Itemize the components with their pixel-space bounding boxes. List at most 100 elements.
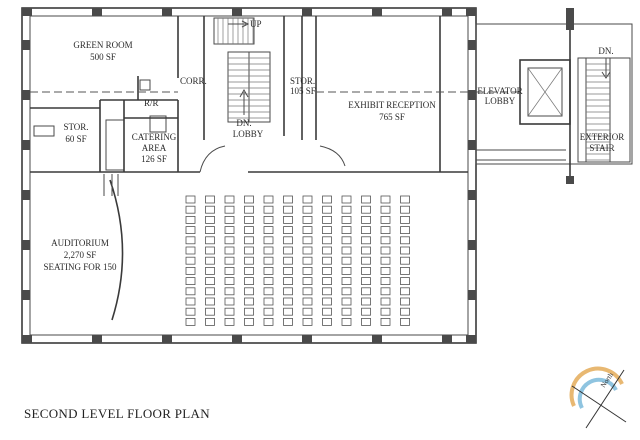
exterior-stair-line2: STAIR — [589, 143, 614, 153]
seat — [322, 277, 332, 286]
seat — [400, 266, 410, 275]
exterior-stair-treads — [586, 63, 610, 161]
seat — [283, 266, 293, 275]
lobby-label: LOBBY — [233, 129, 264, 139]
seat — [322, 246, 332, 255]
pier — [22, 190, 30, 200]
seat — [341, 297, 352, 306]
seat — [400, 205, 410, 214]
seat — [263, 195, 274, 204]
pier — [22, 8, 32, 16]
seat — [205, 297, 215, 306]
seat — [400, 246, 410, 255]
seat — [205, 266, 215, 275]
seat — [185, 287, 196, 296]
seat — [322, 215, 332, 224]
seat — [302, 317, 313, 326]
seat — [380, 256, 391, 265]
seat — [361, 226, 371, 235]
seat — [263, 236, 274, 245]
seat — [224, 236, 235, 245]
outer-walls — [21, 7, 477, 344]
seat — [400, 287, 410, 296]
pier — [442, 335, 452, 343]
seat — [302, 256, 313, 265]
seat — [224, 317, 235, 326]
seat — [263, 266, 274, 275]
seat — [205, 317, 215, 326]
seat — [283, 297, 293, 306]
seat — [380, 205, 391, 214]
seat — [185, 297, 196, 306]
seat — [185, 256, 196, 265]
seat — [361, 266, 371, 275]
seat — [185, 317, 196, 326]
pier — [22, 290, 30, 300]
north-arrow: North — [569, 366, 627, 429]
seat — [205, 277, 215, 286]
interior-walls — [30, 16, 468, 321]
seat — [380, 277, 391, 286]
catering-area: 126 SF — [141, 154, 167, 164]
seat — [283, 246, 293, 255]
seat — [302, 215, 313, 224]
green-room-area: 500 SF — [90, 52, 116, 62]
seat — [341, 205, 352, 214]
pier — [468, 140, 476, 150]
seat — [400, 307, 410, 316]
seat — [244, 236, 254, 245]
seat — [283, 236, 293, 245]
seat — [380, 215, 391, 224]
seat — [263, 307, 274, 316]
seat — [205, 307, 215, 316]
seat — [341, 195, 352, 204]
seat — [341, 226, 352, 235]
elevator-lobby-line2: LOBBY — [485, 96, 516, 106]
seat — [380, 226, 391, 235]
seat — [400, 195, 410, 204]
seat — [322, 266, 332, 275]
pier — [22, 90, 30, 100]
pier — [162, 335, 172, 343]
seat — [361, 307, 371, 316]
seat — [283, 226, 293, 235]
up-label: UP — [250, 19, 262, 29]
pier — [162, 8, 172, 16]
seat — [283, 195, 293, 204]
catering-line2: AREA — [142, 143, 167, 153]
seat — [380, 266, 391, 275]
seat — [302, 287, 313, 296]
seat — [244, 215, 254, 224]
seat — [263, 287, 274, 296]
seat — [224, 277, 235, 286]
seat — [244, 277, 254, 286]
seat — [361, 236, 371, 245]
seat — [322, 307, 332, 316]
seat — [283, 215, 293, 224]
seat — [244, 317, 254, 326]
wall-piers — [22, 8, 476, 343]
seat — [185, 215, 196, 224]
elevator-lobby-line1: ELEVATOR — [477, 86, 522, 96]
seat — [224, 287, 235, 296]
seat — [205, 226, 215, 235]
seat — [400, 277, 410, 286]
seat — [361, 277, 371, 286]
seat — [322, 287, 332, 296]
pier — [22, 40, 30, 50]
seat — [400, 256, 410, 265]
seat — [322, 226, 332, 235]
seat — [263, 317, 274, 326]
seat — [263, 277, 274, 286]
seat — [400, 317, 410, 326]
seat — [361, 297, 371, 306]
seat — [302, 195, 313, 204]
seat — [244, 246, 254, 255]
exterior-stair-line1: EXTERIOR — [580, 132, 625, 142]
seat — [283, 307, 293, 316]
seat — [302, 236, 313, 245]
seat — [302, 205, 313, 214]
stor-105-label: STOR. — [290, 76, 315, 86]
seat — [244, 205, 254, 214]
seat — [224, 246, 235, 255]
